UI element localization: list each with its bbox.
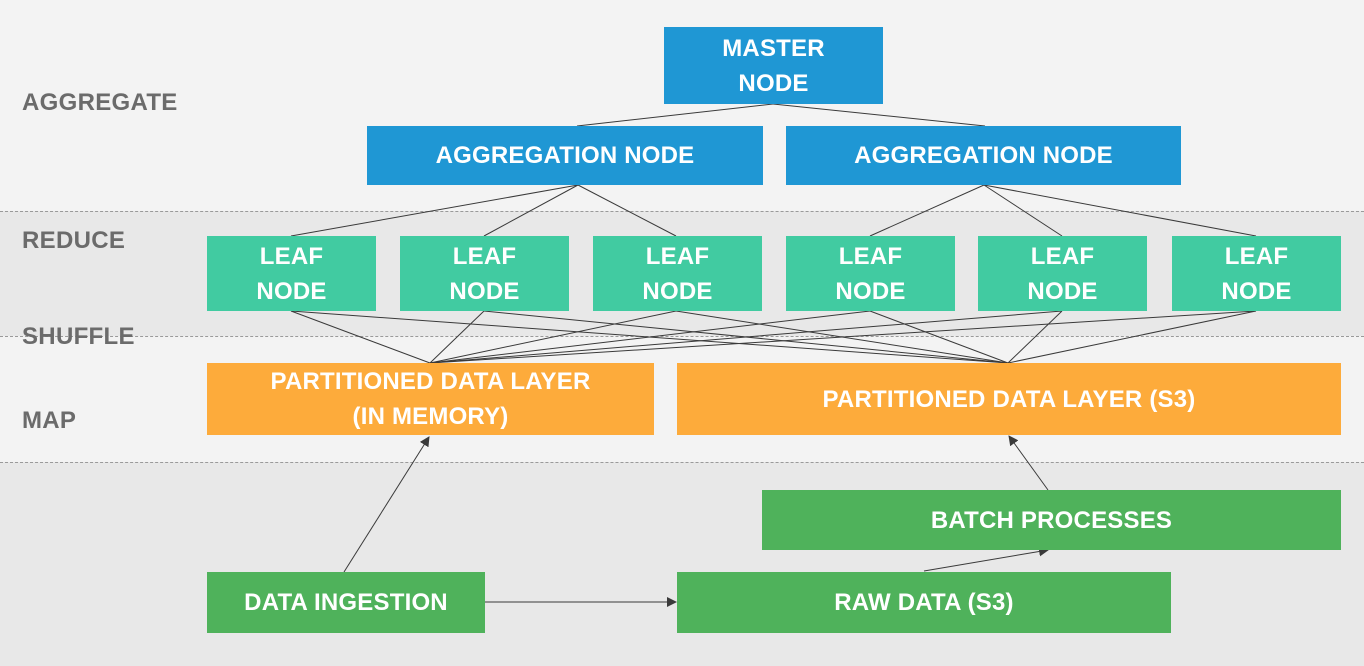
- leaf-node-6: LEAF NODE: [1172, 236, 1341, 311]
- edge-leaf6-ps3: [1007, 310, 1257, 364]
- leaf-node-1-label: LEAF NODE: [256, 242, 327, 305]
- data-ingestion-label: DATA INGESTION: [244, 589, 448, 616]
- edge-agg1-leaf3: [577, 184, 677, 237]
- edge-agg2-leaf4: [869, 184, 985, 237]
- divider-aggregate-reduce: [0, 211, 1364, 212]
- edge-leaf1-pmem: [290, 310, 431, 364]
- leaf-node-2-label: LEAF NODE: [449, 242, 520, 305]
- edge-agg1-leaf1: [290, 184, 579, 237]
- edge-agg2-leaf6: [983, 184, 1257, 237]
- aggregation-node-1-label: AGGREGATION NODE: [435, 142, 695, 169]
- edge-leaf6-pmem: [429, 310, 1257, 364]
- aggregation-node-1: AGGREGATION NODE: [367, 126, 763, 185]
- data-ingestion-node: DATA INGESTION: [207, 572, 485, 633]
- arrow-raw-to-batch: [923, 546, 1049, 572]
- layer-label-aggregate: AGGREGATE: [22, 89, 178, 116]
- edge-leaf2-pmem: [429, 310, 485, 364]
- leaf-node-3-label: LEAF NODE: [642, 242, 713, 305]
- arrow-ingestion-to-pmem: [343, 436, 430, 573]
- leaf-node-4: LEAF NODE: [786, 236, 955, 311]
- edge-leaf4-ps3: [869, 310, 1009, 364]
- aggregation-node-2-label: AGGREGATION NODE: [854, 142, 1113, 169]
- edge-leaf5-ps3: [1007, 310, 1063, 364]
- partitioned-data-layer-s3-label: PARTITIONED DATA LAYER (S3): [822, 385, 1196, 413]
- edge-leaf5-pmem: [429, 310, 1063, 364]
- layer-label-shuffle: SHUFFLE: [22, 323, 135, 350]
- partitioned-data-layer-s3: PARTITIONED DATA LAYER (S3): [677, 363, 1341, 435]
- edge-leaf4-pmem: [429, 310, 871, 364]
- edge-leaf3-pmem: [429, 310, 677, 364]
- leaf-node-1: LEAF NODE: [207, 236, 376, 311]
- master-node-label: MASTER NODE: [722, 34, 825, 97]
- arrow-batch-to-ps3: [1008, 435, 1049, 491]
- leaf-node-5: LEAF NODE: [978, 236, 1147, 311]
- master-node: MASTER NODE: [664, 27, 883, 104]
- leaf-node-6-label: LEAF NODE: [1221, 242, 1292, 305]
- leaf-node-4-label: LEAF NODE: [835, 242, 906, 305]
- edge-agg1-leaf2: [483, 184, 579, 237]
- batch-processes-label: BATCH PROCESSES: [930, 506, 1173, 534]
- raw-data-node: RAW DATA (S3): [677, 572, 1171, 633]
- edge-master-agg1: [576, 103, 774, 127]
- leaf-node-3: LEAF NODE: [593, 236, 762, 311]
- leaf-node-2: LEAF NODE: [400, 236, 569, 311]
- leaf-node-5-label: LEAF NODE: [1027, 242, 1098, 305]
- layer-label-map: MAP: [22, 407, 77, 434]
- edge-agg2-leaf5: [983, 184, 1063, 237]
- edge-master-agg2: [772, 103, 986, 127]
- layer-label-reduce: REDUCE: [22, 227, 126, 254]
- partitioned-data-layer-memory: PARTITIONED DATA LAYER (IN MEMORY): [207, 363, 654, 435]
- divider-map-source: [0, 462, 1364, 463]
- partitioned-data-layer-memory-label: PARTITIONED DATA LAYER (IN MEMORY): [270, 368, 591, 430]
- aggregation-node-2: AGGREGATION NODE: [786, 126, 1181, 185]
- batch-processes-node: BATCH PROCESSES: [762, 490, 1341, 550]
- divider-reduce-map: [0, 336, 1364, 337]
- raw-data-label: RAW DATA (S3): [834, 589, 1014, 616]
